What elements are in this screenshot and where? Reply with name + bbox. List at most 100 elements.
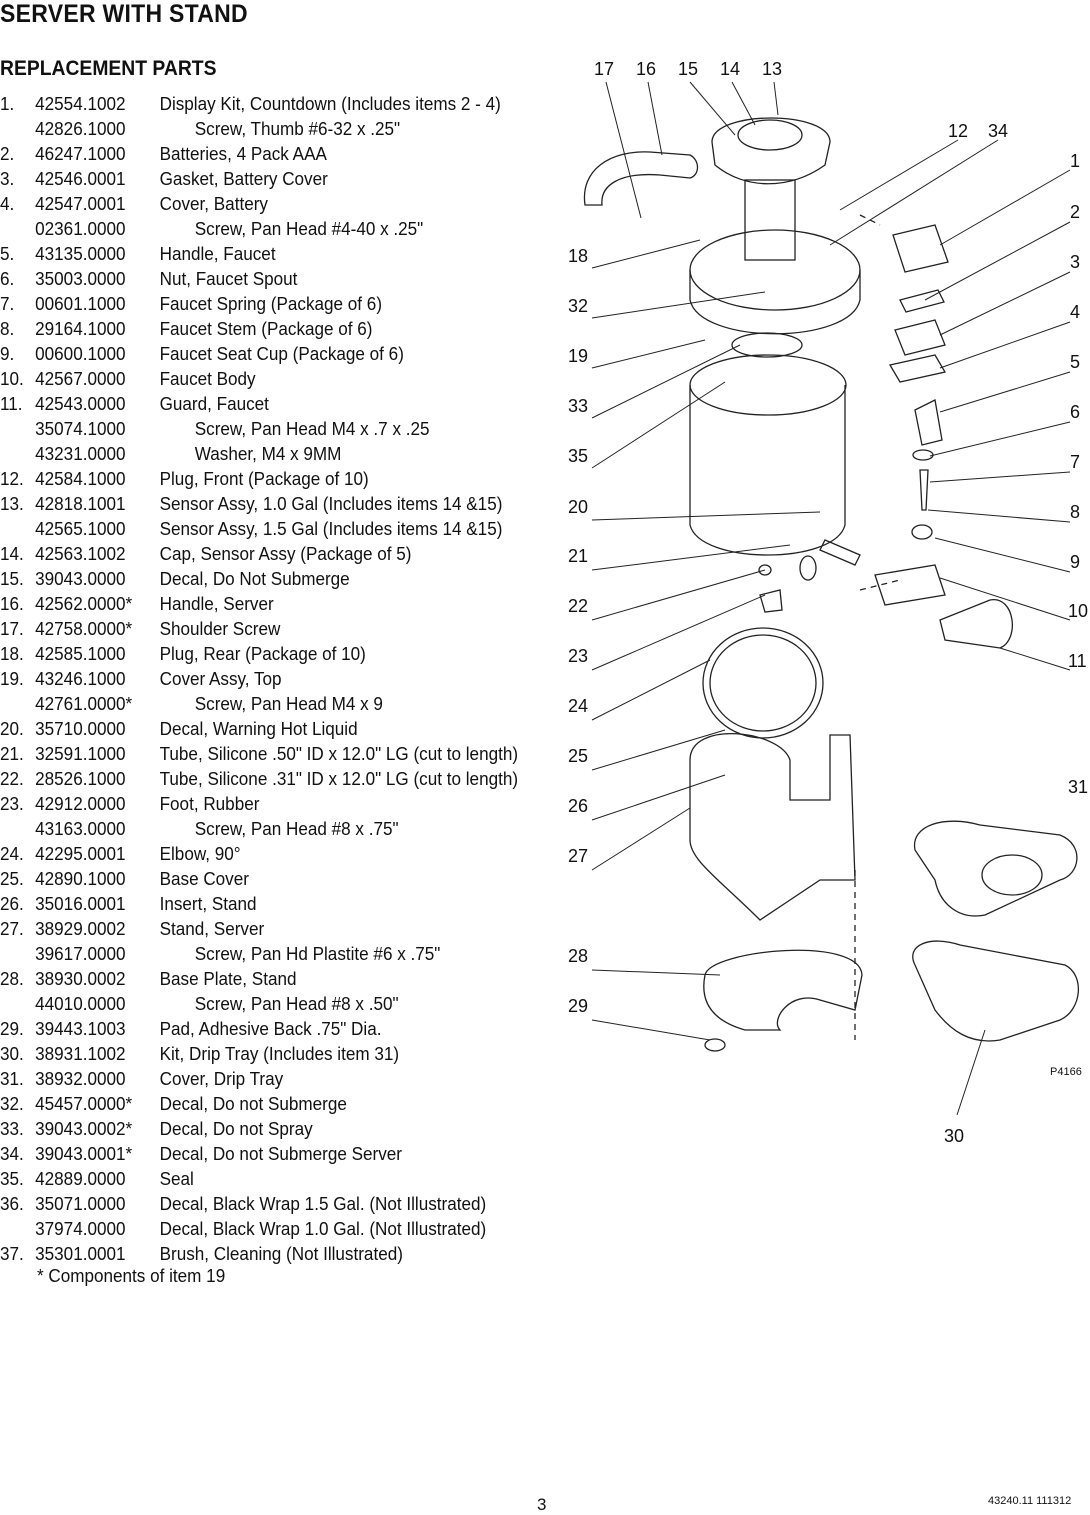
part-description: Screw, Pan Head #8 x .75" <box>194 819 399 839</box>
part-description: Screw, Pan Head M4 x .7 x .25 <box>194 419 430 439</box>
part-number: 46247.1000 <box>35 144 126 164</box>
callout-15: 15 <box>678 59 698 79</box>
part-item-number: 25. <box>0 869 24 889</box>
part-item-number: 29. <box>0 1019 24 1039</box>
callout-4: 4 <box>1070 302 1080 322</box>
part-number: 38930.0002 <box>35 969 126 989</box>
part-item-number: 19. <box>0 669 24 689</box>
part-item-number: 3. <box>0 169 15 189</box>
callout-12: 12 <box>948 121 968 141</box>
part-description: Insert, Stand <box>159 894 257 914</box>
part-description: Decal, Warning Hot Liquid <box>159 719 358 739</box>
part-number: 43163.0000 <box>35 819 126 839</box>
server-handle <box>583 151 699 206</box>
callout-21: 21 <box>568 546 588 566</box>
part-description: Plug, Front (Package of 10) <box>159 469 369 489</box>
part-item-number: 6. <box>0 269 15 289</box>
part-number: 42584.1000 <box>35 469 126 489</box>
part-number: 42295.0001 <box>35 844 126 864</box>
part-number: 35074.1000 <box>35 419 126 439</box>
part-item-number: 15. <box>0 569 24 589</box>
base-plate <box>703 949 863 1031</box>
callout-7: 7 <box>1070 452 1080 472</box>
part-description: Pad, Adhesive Back .75" Dia. <box>159 1019 382 1039</box>
section-title: REPLACEMENT PARTS <box>0 57 217 80</box>
part-item-number: 30. <box>0 1044 24 1064</box>
part-item-number: 16. <box>0 594 24 614</box>
part-item-number: 8. <box>0 319 15 339</box>
part-item-number: 1. <box>0 94 15 114</box>
part-item-number: 28. <box>0 969 24 989</box>
parts-row: 16.42562.0000*Handle, Server <box>0 592 532 617</box>
callout-19: 19 <box>568 346 588 366</box>
part-number: 43231.0000 <box>35 444 126 464</box>
part-number: 35003.0000 <box>35 269 126 289</box>
part-number: 35710.0000 <box>35 719 126 739</box>
part-item-number: 31. <box>0 1069 24 1089</box>
part-number: 00601.1000 <box>35 294 126 314</box>
adhesive-pad <box>704 1038 726 1052</box>
part-number: 42818.1001 <box>35 494 126 514</box>
callout-33: 33 <box>568 396 588 416</box>
part-description: Decal, Do Not Submerge <box>159 569 350 589</box>
part-number: 45457.0000* <box>35 1094 133 1114</box>
callout-25: 25 <box>568 746 588 766</box>
part-description: Shoulder Screw <box>159 619 281 639</box>
callout-2: 2 <box>1070 202 1080 222</box>
sensor-cap <box>711 117 831 185</box>
callout-14: 14 <box>720 59 740 79</box>
part-number: 42543.0000 <box>35 394 126 414</box>
part-description: Sensor Assy, 1.5 Gal (Includes items 14 … <box>159 519 503 539</box>
page-number: 3 <box>537 1495 547 1514</box>
part-description: Screw, Thumb #6-32 x .25" <box>194 119 401 139</box>
part-description: Batteries, 4 Pack AAA <box>159 144 327 164</box>
part-number: 42562.0000* <box>35 594 133 614</box>
parts-row: 43163.0000 Screw, Pan Head #8 x .75" <box>0 817 532 842</box>
part-item-number: 2. <box>0 144 15 164</box>
part-number: 02361.0000 <box>35 219 126 239</box>
part-number: 42563.1002 <box>35 544 126 564</box>
part-number: 42912.0000 <box>35 794 126 814</box>
part-description: Faucet Body <box>159 369 256 389</box>
parts-row: 42761.0000*Screw, Pan Head M4 x 9 <box>0 692 532 717</box>
part-description: Kit, Drip Tray (Includes item 31) <box>159 1044 400 1064</box>
part-description: Decal, Do not Submerge Server <box>159 1144 402 1164</box>
part-item-number: 9. <box>0 344 15 364</box>
part-number: 43246.1000 <box>35 669 126 689</box>
callout-11: 11 <box>1068 651 1087 671</box>
callout-18: 18 <box>568 246 588 266</box>
part-item-number: 26. <box>0 894 24 914</box>
part-description: Decal, Black Wrap 1.0 Gal. (Not Illustra… <box>159 1219 487 1239</box>
part-item-number: 11. <box>0 394 23 414</box>
part-item-number: 27. <box>0 919 24 939</box>
part-description: Seal <box>159 1169 194 1189</box>
part-number: 37974.0000 <box>35 1219 126 1239</box>
part-number: 42585.1000 <box>35 644 126 664</box>
part-description: Gasket, Battery Cover <box>159 169 328 189</box>
part-description: Tube, Silicone .31" ID x 12.0" LG (cut t… <box>159 769 519 789</box>
callout-9: 9 <box>1070 552 1080 572</box>
part-description: Foot, Rubber <box>159 794 260 814</box>
part-description: Base Cover <box>159 869 249 889</box>
part-item-number: 20. <box>0 719 24 739</box>
part-description: Display Kit, Countdown (Includes items 2… <box>159 94 501 114</box>
part-item-number: 35. <box>0 1169 24 1189</box>
callout-10: 10 <box>1068 601 1088 621</box>
part-item-number: 34. <box>0 1144 24 1164</box>
part-item-number: 37. <box>0 1244 24 1264</box>
part-item-number: 24. <box>0 844 24 864</box>
